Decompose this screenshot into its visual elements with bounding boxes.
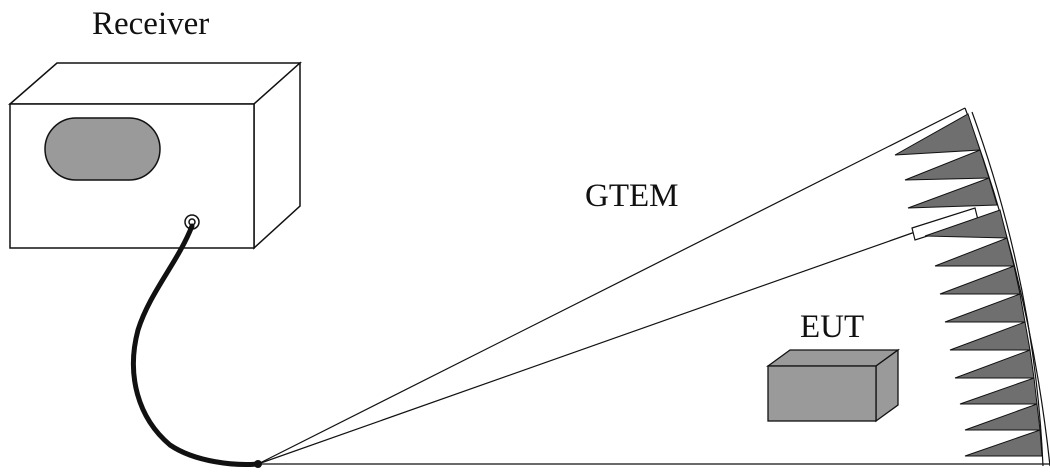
eut-label: EUT xyxy=(800,309,865,345)
gtem-top-wall xyxy=(257,107,966,465)
absorber-cone xyxy=(934,237,1015,267)
absorber-cone xyxy=(959,377,1038,405)
absorber-cone xyxy=(949,321,1031,351)
gtem-septum xyxy=(257,231,916,465)
absorber-cone xyxy=(907,177,998,209)
absorber-cone xyxy=(964,429,1043,457)
absorber-cone xyxy=(954,349,1035,379)
gtem-label: GTEM xyxy=(585,178,679,214)
receiver-top-face xyxy=(7,62,302,105)
gtem-back-wall-inner xyxy=(971,111,1044,467)
absorber-cone xyxy=(894,113,981,156)
receiver-display xyxy=(44,117,161,181)
absorber-cone xyxy=(939,265,1021,295)
absorber-lower xyxy=(924,209,1043,457)
gtem-cell xyxy=(257,107,1050,467)
absorber-cone xyxy=(944,293,1026,323)
absorber-upper xyxy=(894,113,998,209)
absorber-cone xyxy=(904,149,990,181)
eut-box xyxy=(766,348,900,423)
absorber-cone xyxy=(964,403,1041,431)
coax-cable xyxy=(130,223,261,467)
absorber-cone xyxy=(924,209,1008,239)
eut-front-face xyxy=(767,365,877,422)
receiver-label: Receiver xyxy=(92,6,210,42)
receiver-box xyxy=(7,61,302,250)
